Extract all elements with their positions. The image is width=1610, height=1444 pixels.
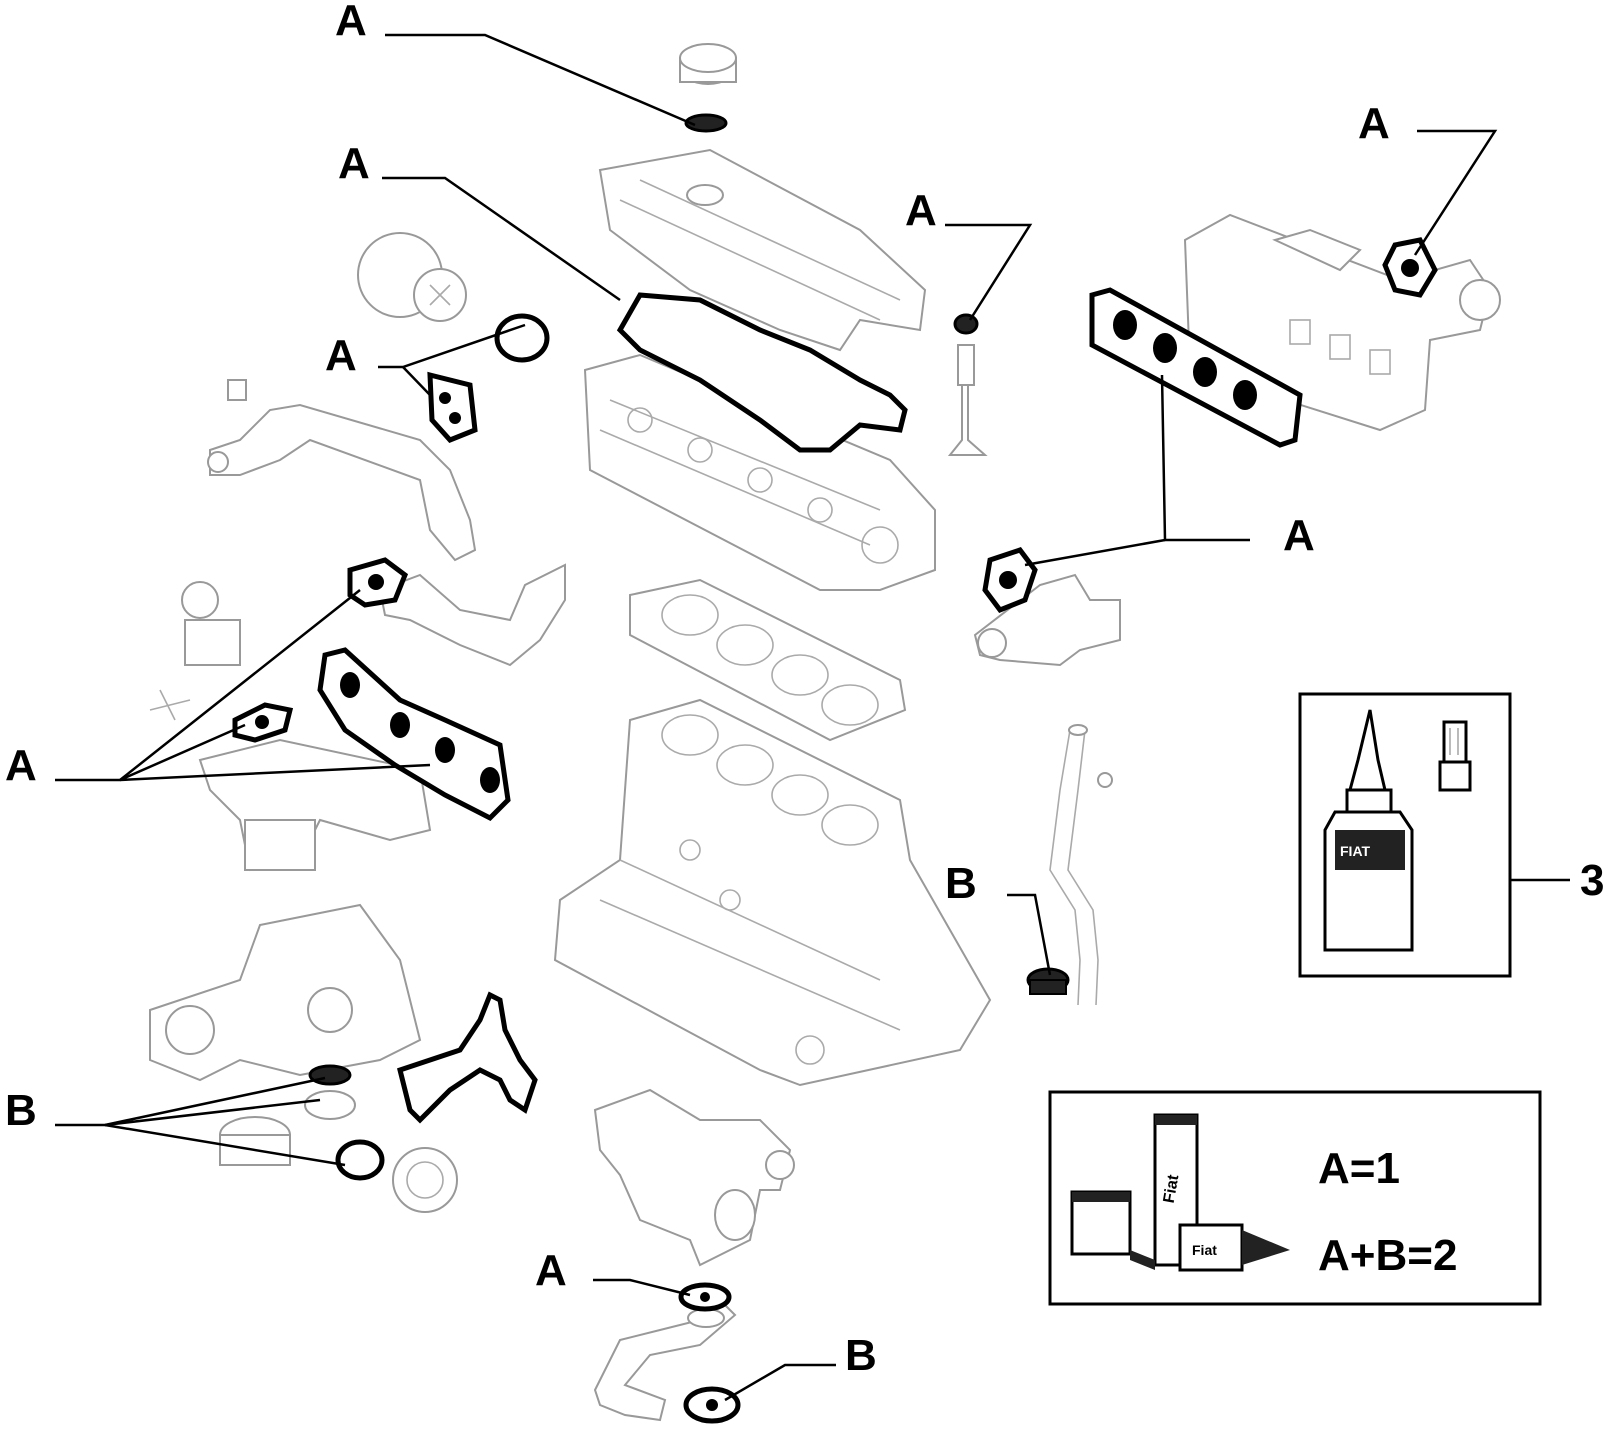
dipstick-tube <box>1049 724 1113 1006</box>
callout-a-intake-elbow: A <box>1358 99 1390 148</box>
egr-gasket <box>347 557 409 608</box>
valve-cover-gasket <box>616 292 908 453</box>
callout-b-dipstick: B <box>945 859 977 908</box>
valve-stem-seal <box>953 313 979 335</box>
exhaust-manifold-gasket <box>317 647 511 822</box>
legend-a-equals-1: A=1 <box>1318 1144 1400 1193</box>
valve-cover <box>598 148 927 352</box>
coolant-pipe <box>207 379 477 562</box>
timing-cover-gasket <box>397 991 538 1124</box>
callout-a-valve-seal: A <box>905 186 937 235</box>
water-pump-o-ring <box>494 313 550 363</box>
callout-b-oil-return: B <box>845 1331 877 1380</box>
gasket-kit-icon: Fiat Fiat <box>1070 1113 1290 1272</box>
cylinder-head <box>583 353 936 591</box>
filler-cap-seal <box>684 113 728 133</box>
callout-a-turbo-oil: A <box>535 1246 567 1295</box>
legend-a-plus-b-equals-2: A+B=2 <box>1318 1231 1457 1280</box>
intake-manifold-gasket <box>1089 287 1303 448</box>
callout-a-filler-seal: A <box>335 0 367 45</box>
oil-cooler <box>219 1090 356 1166</box>
water-pump <box>357 232 467 322</box>
engine-block <box>553 698 992 1087</box>
turbo-oil-inlet-gasket <box>678 1282 732 1312</box>
leader-lines <box>55 33 1570 1402</box>
thermostat-gasket <box>982 547 1038 614</box>
valve <box>947 344 988 456</box>
water-pump-gasket <box>427 371 478 443</box>
callout-a-exhaust: A <box>5 741 37 790</box>
egr-valve-gasket <box>232 702 294 743</box>
oil-return-pipe <box>593 1298 737 1422</box>
sealant-bottle-label: FIAT <box>1340 843 1371 859</box>
sealant-kit-box: FIAT <box>1298 692 1512 978</box>
legend-box: Fiat Fiat A=1 A+B=2 <box>1048 1090 1542 1306</box>
oil-cooler-o-ring <box>335 1139 385 1181</box>
callout-a-intake-thermostat: A <box>1283 511 1315 560</box>
egr-pipe <box>378 563 566 667</box>
egr-valve <box>149 581 241 721</box>
kit-brand-text-small: Fiat <box>1192 1242 1217 1258</box>
head-gasket <box>629 578 907 742</box>
oil-filter <box>392 1147 458 1213</box>
callout-a-valve-cover: A <box>338 139 370 188</box>
thermostat-housing <box>973 573 1121 667</box>
oil-return-gasket <box>683 1386 741 1424</box>
oil-pump <box>149 903 422 1082</box>
turbocharger <box>593 1088 795 1267</box>
kit-brand-text: Fiat <box>1161 1173 1183 1205</box>
intake-elbow-gasket <box>1382 237 1438 298</box>
callout-b-oil-pump: B <box>5 1086 37 1135</box>
oil-filler-cap <box>679 43 737 85</box>
kit-item-number: 3 <box>1580 856 1604 905</box>
callout-a-water-pump: A <box>325 331 357 380</box>
oil-pump-seal <box>308 1064 352 1086</box>
dipstick-seal <box>1026 967 1070 995</box>
